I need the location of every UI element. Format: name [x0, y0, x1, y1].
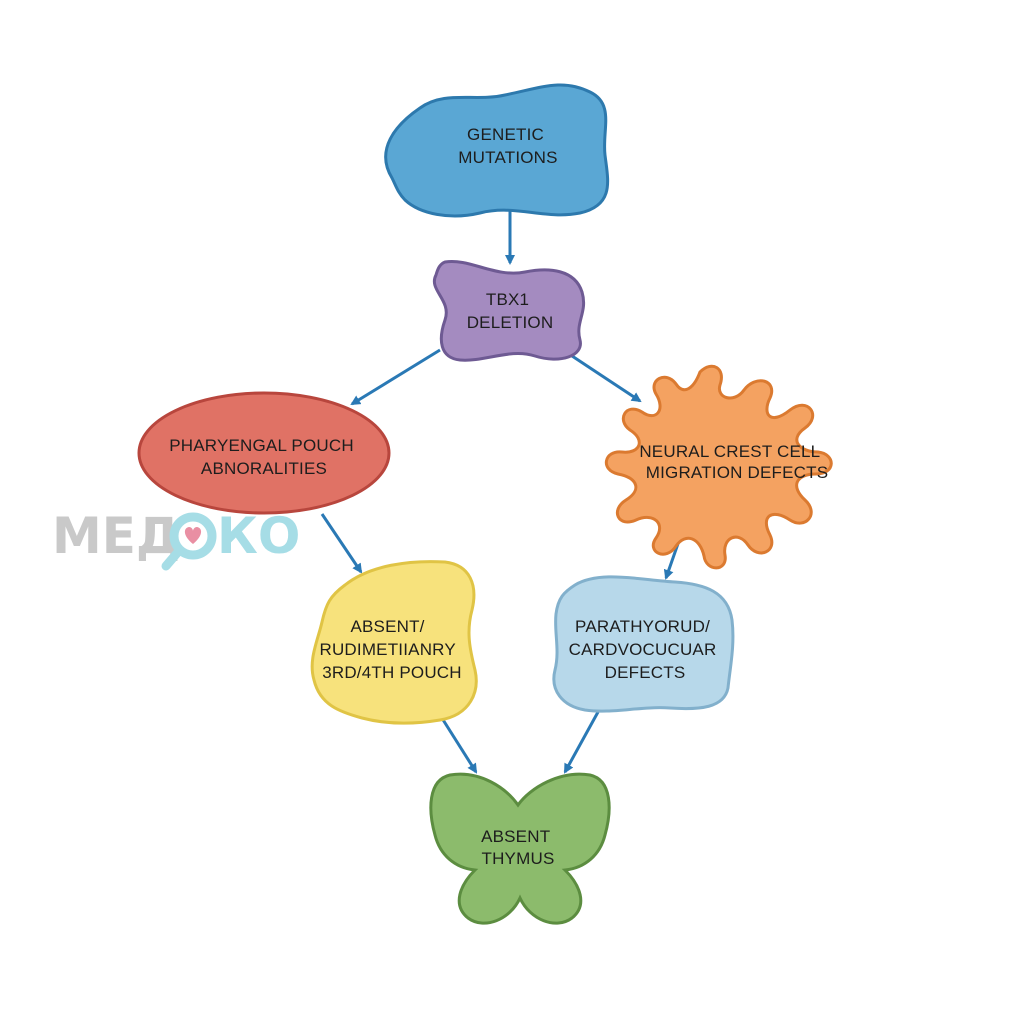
- node-thymus-label-line2: THYMUS: [482, 849, 555, 868]
- node-absent-pouch: ABSENT/ RUDIMETIIANRY 3RD/4TH POUCH: [310, 560, 478, 725]
- node-pharyngeal-label-line1: PHARYENGAL POUCH: [169, 436, 354, 455]
- node-neural-label-line2: MIGRATION DEFECTS: [646, 463, 829, 482]
- svg-text:NEURAL CREST CELL MIGRAT: NEURAL CREST CELL MIGRATION DEFECTS: [639, 442, 828, 482]
- svg-text:ABSENT THYMUS: ABSENT THYMUS: [481, 827, 555, 868]
- node-tbx1-deletion: TBX1 DELETION: [432, 259, 586, 362]
- node-neural-label-line1: NEURAL CREST CELL: [639, 442, 819, 461]
- node-pouch-label-line2: RUDIMETIIANRY: [319, 640, 455, 659]
- arrow-parathyroid-to-thymus: [563, 711, 600, 774]
- node-thymus-label-line1: ABSENT: [481, 827, 550, 846]
- arrow-tbx1-to-neural: [562, 348, 642, 403]
- svg-text:PHARYENGAL POUCH ABNORAL: PHARYENGAL POUCH ABNORALITIES: [169, 436, 359, 478]
- node-tbx1-shape: [432, 259, 586, 362]
- arrow-tbx1-to-pharyngeal: [350, 348, 441, 406]
- node-pouch-label-line1: ABSENT/: [350, 617, 424, 636]
- node-absent-thymus: ABSENT THYMUS: [429, 772, 611, 925]
- node-genetic-shape: [384, 83, 610, 218]
- watermark-magnifier-heart-icon: [161, 512, 217, 571]
- node-genetic-label-line2: MUTATIONS: [458, 148, 557, 167]
- node-parathyroid-label-line3: DEFECTS: [605, 663, 686, 682]
- watermark-text-right: КО: [217, 507, 300, 565]
- watermark-logo: МЕД КО: [52, 507, 300, 571]
- arrow-pharyngeal-to-pouch: [320, 513, 363, 574]
- node-tbx1-label-line2: DELETION: [467, 313, 554, 332]
- node-thymus-shape: [429, 772, 611, 925]
- svg-text:TBX1 DELETION: TBX1 DELETION: [467, 290, 554, 332]
- svg-text:GENETIC MUTATIONS: GENETIC MUTATIONS: [458, 125, 557, 167]
- node-parathyroid-defects: PARATHYORUD/ CARDVOCUCUAR DEFECTS: [552, 575, 735, 713]
- node-pharyngeal-pouch: PHARYENGAL POUCH ABNORALITIES: [137, 391, 391, 515]
- node-neural-crest: NEURAL CREST CELL MIGRATION DEFECTS: [605, 364, 833, 570]
- node-tbx1-label-line1: TBX1: [486, 290, 529, 309]
- node-parathyroid-shape: [552, 575, 735, 713]
- arrow-pouch-to-thymus: [438, 714, 478, 774]
- node-neural-shape: [605, 364, 833, 570]
- node-parathyroid-label-line1: PARATHYORUD/: [575, 617, 710, 636]
- node-pharyngeal-label-line2: ABNORALITIES: [201, 459, 327, 478]
- node-genetic-mutations: GENETIC MUTATIONS: [384, 83, 610, 218]
- node-genetic-label-line1: GENETIC: [467, 125, 544, 144]
- node-parathyroid-label-line2: CARDVOCUCUAR: [569, 640, 717, 659]
- node-pharyngeal-shape: [137, 391, 391, 515]
- node-pouch-shape: [310, 560, 478, 725]
- svg-text:PARATHYORUD/ CARDVOCUCUA: PARATHYORUD/ CARDVOCUCUAR DEFECTS: [569, 617, 722, 682]
- node-pouch-label-line3: 3RD/4TH POUCH: [322, 663, 462, 682]
- watermark-text-left: МЕД: [52, 507, 180, 565]
- svg-text:ABSENT/ RUDIMETIIANRY: ABSENT/ RUDIMETIIANRY 3RD/4TH POUCH: [319, 617, 461, 682]
